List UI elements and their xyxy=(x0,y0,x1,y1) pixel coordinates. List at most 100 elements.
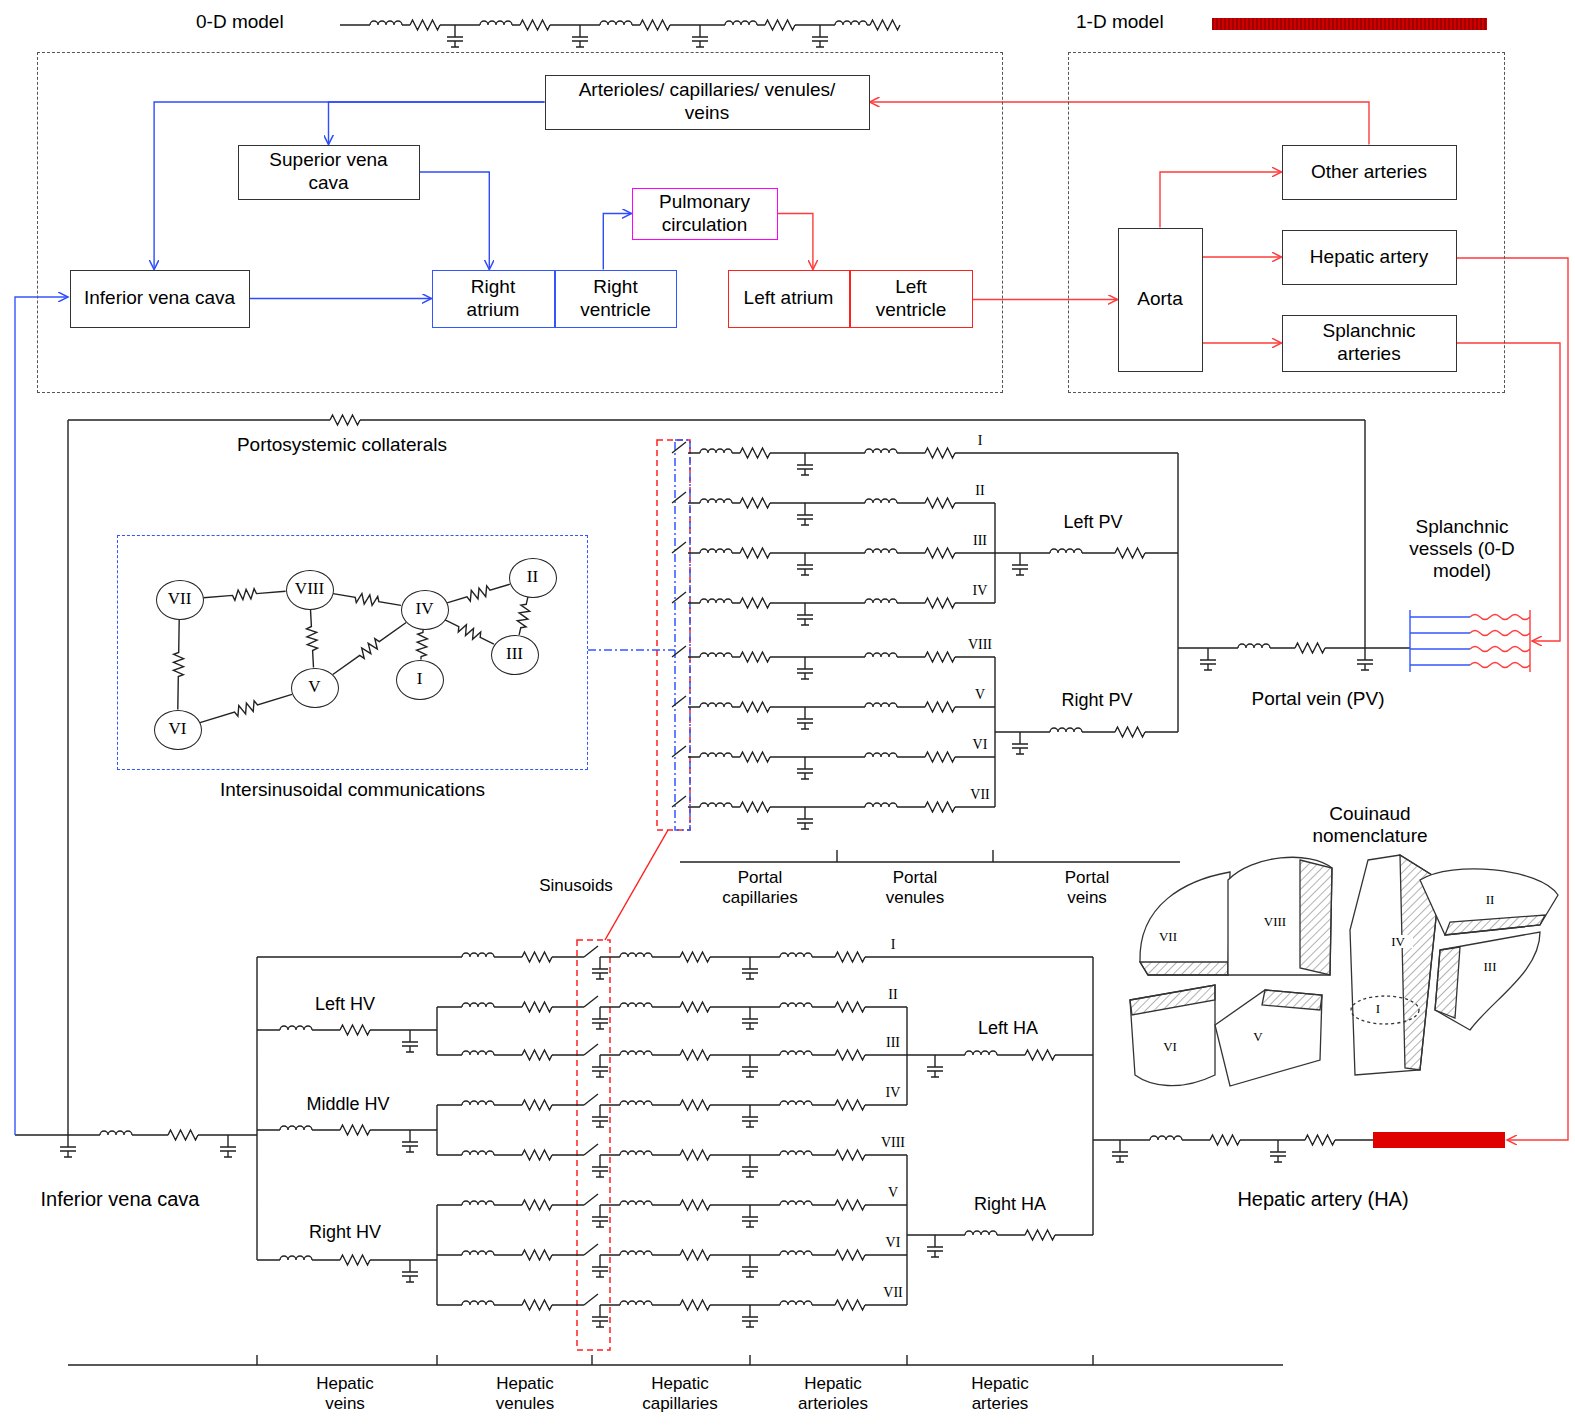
node-text: Pulmonary circulation xyxy=(645,191,765,237)
part-label: Splanchnic vessels (0-D model) xyxy=(1397,516,1527,582)
connector xyxy=(603,214,631,270)
node-text: Hepatic artery xyxy=(1310,246,1428,269)
connector xyxy=(417,630,428,660)
venous-return xyxy=(15,297,68,1135)
segment-circle: VII xyxy=(156,580,204,620)
segment-number: I xyxy=(965,433,995,449)
connector xyxy=(517,597,529,635)
region-heading: Intersinusoidal communications xyxy=(118,779,587,802)
segment-number: II xyxy=(1477,893,1503,906)
node-text: Aorta xyxy=(1137,288,1182,311)
connector xyxy=(778,214,813,270)
splanchnic-artery xyxy=(1470,610,1530,672)
node-text: Other arteries xyxy=(1311,161,1427,184)
segment-circle: VIII xyxy=(286,570,334,610)
segment-number: I xyxy=(1368,1002,1388,1015)
arterial-inflow xyxy=(1457,343,1560,641)
connector xyxy=(973,299,1118,300)
process-box: Inferior vena cava xyxy=(70,270,250,328)
process-box: Hepatic artery xyxy=(1282,230,1457,285)
segment-number: VIII xyxy=(876,1135,910,1151)
one-d-bar xyxy=(1212,18,1487,30)
node-text: IV xyxy=(416,599,434,619)
segment-circle: VI xyxy=(154,710,202,750)
part-label: Portosystemic collaterals xyxy=(192,434,492,456)
circuit-path xyxy=(15,415,1410,1365)
part-label: Hepatic arterioles xyxy=(778,1374,888,1413)
segment-number: VII xyxy=(876,1285,910,1301)
segment-number: III xyxy=(1475,960,1505,973)
part-label: Couinaud nomenclature xyxy=(1285,803,1455,847)
part-label: Right HA xyxy=(955,1194,1065,1215)
communication-link xyxy=(588,649,675,651)
part-label: Portal vein (PV) xyxy=(1228,688,1408,710)
node-text: II xyxy=(527,567,538,587)
part-label: Portal veins xyxy=(1047,868,1127,907)
node-text: VII xyxy=(168,589,192,609)
connector xyxy=(1203,342,1282,343)
one-d-segment xyxy=(1373,1132,1505,1148)
segment-number: VI xyxy=(1155,1040,1185,1053)
sinusoid-bracket xyxy=(577,940,610,1350)
node-text: Left atrium xyxy=(744,287,834,310)
node-text: Splanchnic arteries xyxy=(1295,320,1444,366)
region-heading: 0-D model xyxy=(196,11,284,34)
part-label: Hepatic veins xyxy=(300,1374,390,1413)
node-text: Arterioles/ capillaries/ venules/ veins xyxy=(558,79,857,125)
part-label: Right PV xyxy=(1042,690,1152,711)
segment-circle: I xyxy=(396,660,444,700)
connector xyxy=(447,584,510,603)
liver-illustration xyxy=(1130,855,1558,1086)
process-box: Other arteries xyxy=(1282,145,1457,200)
segment-number: I xyxy=(878,937,908,953)
process-box: Splanchnic arteries xyxy=(1282,315,1457,372)
splanchnic-vein xyxy=(1410,610,1470,672)
sinusoid-bracket xyxy=(657,440,690,830)
process-box: Right atrium xyxy=(432,270,555,328)
connector xyxy=(200,694,292,722)
part-label: Hepatic capillaries xyxy=(625,1374,735,1413)
part-label: Left HA xyxy=(958,1018,1058,1039)
segment-number: IV xyxy=(1383,935,1413,948)
segment-number: VII xyxy=(1150,930,1186,943)
part-label: Middle HV xyxy=(288,1094,408,1115)
process-box: Pulmonary circulation xyxy=(632,188,778,240)
connector xyxy=(250,298,432,299)
connector xyxy=(154,102,544,270)
connector xyxy=(870,102,1370,145)
part-label: Left HV xyxy=(295,994,395,1015)
part-label: Left PV xyxy=(1043,512,1143,533)
part-label: Hepatic venules xyxy=(475,1374,575,1413)
connector xyxy=(1160,172,1282,228)
node-text: Right atrium xyxy=(445,276,542,322)
segment-number: VII xyxy=(963,787,997,803)
part-label: Hepatic artery (HA) xyxy=(1208,1188,1438,1211)
segment-number: VI xyxy=(965,737,995,753)
node-text: I xyxy=(417,669,423,689)
node-text: VIII xyxy=(295,579,324,599)
connector xyxy=(329,102,545,145)
lumped-symbol xyxy=(340,20,900,47)
part-label: Hepatic arteries xyxy=(950,1374,1050,1413)
segment-circle: V xyxy=(291,668,339,708)
node-text: Left ventricle xyxy=(863,276,960,322)
sinusoid-link xyxy=(605,830,668,940)
part-label: Right HV xyxy=(290,1222,400,1243)
process-box: Arterioles/ capillaries/ venules/ veins xyxy=(545,75,870,130)
model-region: 0-D modelArterioles/ capillaries/ venule… xyxy=(37,52,1003,393)
model-region: 1-D modelAortaOther arteriesHepatic arte… xyxy=(1068,52,1505,393)
connector xyxy=(307,610,318,668)
part-label: Portal venules xyxy=(865,868,965,907)
connector xyxy=(203,589,285,601)
segment-number: II xyxy=(965,483,995,499)
arterial-inflow xyxy=(1457,258,1568,1140)
part-label: Sinusoids xyxy=(521,876,631,896)
process-box: Left atrium xyxy=(728,270,850,328)
region-heading: 1-D model xyxy=(1076,11,1164,34)
segment-number: V xyxy=(1247,1030,1269,1043)
model-region: Intersinusoidal communicationsVIIVIIIIVI… xyxy=(117,535,588,770)
connector xyxy=(1203,256,1282,257)
node-text: III xyxy=(506,644,523,664)
node-text: Inferior vena cava xyxy=(84,287,235,310)
